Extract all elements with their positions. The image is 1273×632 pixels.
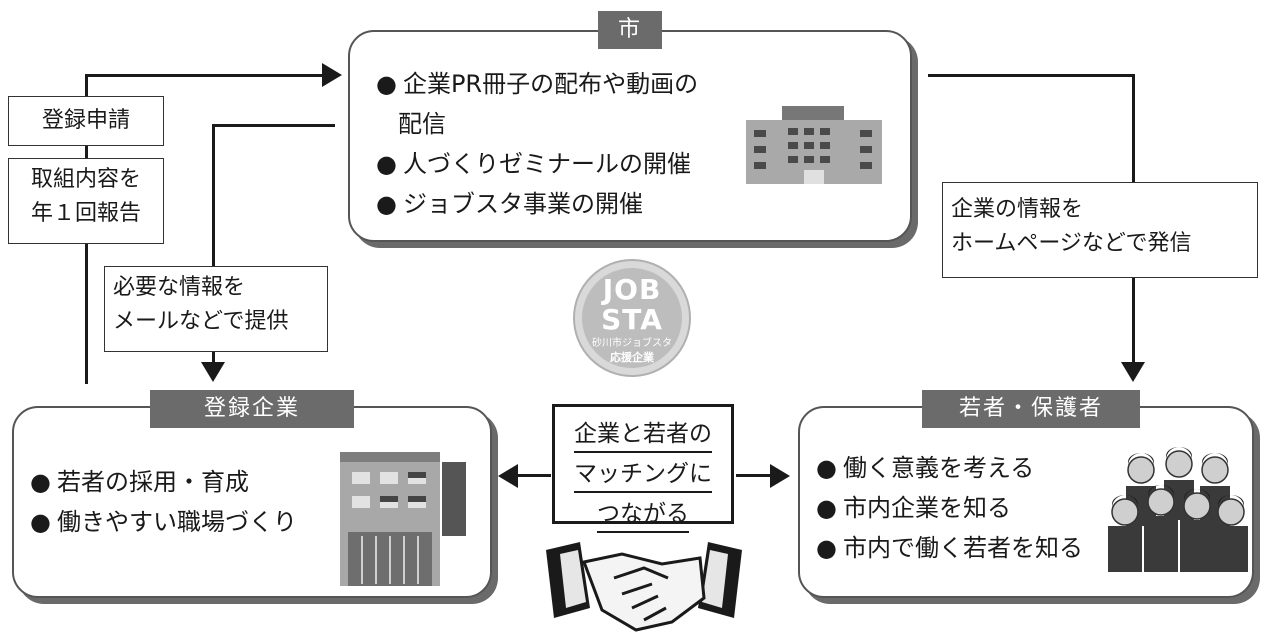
- city-item-seminar: 人づくりゼミナールの開催: [376, 144, 698, 184]
- web-publish-label-line1: 企業の情報を: [951, 197, 1084, 222]
- crowd-of-young-people-icon: [1108, 447, 1248, 572]
- web-publish-label-line2: ホームページなどで発信: [951, 231, 1192, 256]
- provide-info-label-line1: 必要な情報を: [113, 275, 246, 300]
- arrowhead-to-company-icon: [201, 362, 225, 382]
- registration-label-box: 登録申請: [8, 96, 164, 146]
- city-item-jobsta: ジョブスタ事業の開催: [376, 184, 698, 224]
- youth-item-local-workers: 市内で働く若者を知る: [816, 528, 1083, 568]
- registration-label: 登録申請: [41, 108, 130, 133]
- arrowhead-left-icon: [498, 464, 518, 488]
- arrowhead-right-icon: [770, 464, 790, 488]
- connector-city-to-youth-horizontal: [928, 74, 1135, 77]
- badge-text-city: 砂川市ジョブスタ: [592, 338, 672, 349]
- badge-text-support: 応援企業: [610, 351, 654, 364]
- report-label-line2: 年１回報告: [30, 201, 141, 226]
- arrowhead-to-city-icon: [322, 63, 342, 87]
- connector-city-to-company-horizontal: [212, 124, 335, 127]
- company-item-workplace: 働きやすい職場づくり: [30, 502, 297, 542]
- report-label-box: 取組内容を 年１回報告: [8, 158, 164, 244]
- matching-arrow-right-line: [736, 474, 772, 477]
- city-hall-building-icon: [746, 106, 882, 184]
- city-activity-list: 企業PR冊子の配布や動画の 配信 人づくりゼミナールの開催 ジョブスタ事業の開催: [376, 64, 698, 224]
- city-item-pr-booklet: 企業PR冊子の配布や動画の: [376, 64, 698, 104]
- youth-item-local-companies: 市内企業を知る: [816, 488, 1083, 528]
- arrowhead-to-youth-icon: [1121, 362, 1145, 382]
- matching-text-line1: 企業と若者の: [574, 417, 712, 453]
- matching-text-line3: つながる: [597, 497, 689, 533]
- connector-company-to-city-horizontal: [85, 74, 325, 77]
- jobsta-badge-icon: [573, 259, 691, 377]
- provide-info-label-line2: メールなどで提供: [113, 309, 289, 334]
- company-tag: 登録企業: [150, 390, 354, 428]
- youth-tag: 若者・保護者: [922, 390, 1140, 428]
- matching-text-line2: マッチングに: [574, 457, 712, 493]
- youth-item-work-meaning: 働く意義を考える: [816, 448, 1083, 488]
- web-publish-label-box: 企業の情報を ホームページなどで発信: [942, 182, 1258, 278]
- badge-text-sta: STA: [601, 303, 663, 336]
- handshake-icon: [546, 542, 742, 632]
- provide-info-label-box: 必要な情報を メールなどで提供: [104, 266, 328, 352]
- city-item-pr-booklet-cont: 配信: [398, 110, 446, 138]
- matching-box: 企業と若者の マッチングに つながる: [552, 404, 734, 533]
- matching-arrow-left-line: [515, 474, 551, 477]
- connector-city-to-company-vertical: [212, 124, 215, 364]
- company-building-icon: [340, 452, 466, 586]
- city-tag: 市: [598, 11, 662, 49]
- report-label-line1: 取組内容を: [30, 167, 141, 192]
- badge-text-job: JOB: [602, 273, 662, 306]
- company-item-hiring: 若者の採用・育成: [30, 462, 297, 502]
- youth-activity-list: 働く意義を考える 市内企業を知る 市内で働く若者を知る: [816, 448, 1083, 568]
- company-activity-list: 若者の採用・育成 働きやすい職場づくり: [30, 462, 297, 542]
